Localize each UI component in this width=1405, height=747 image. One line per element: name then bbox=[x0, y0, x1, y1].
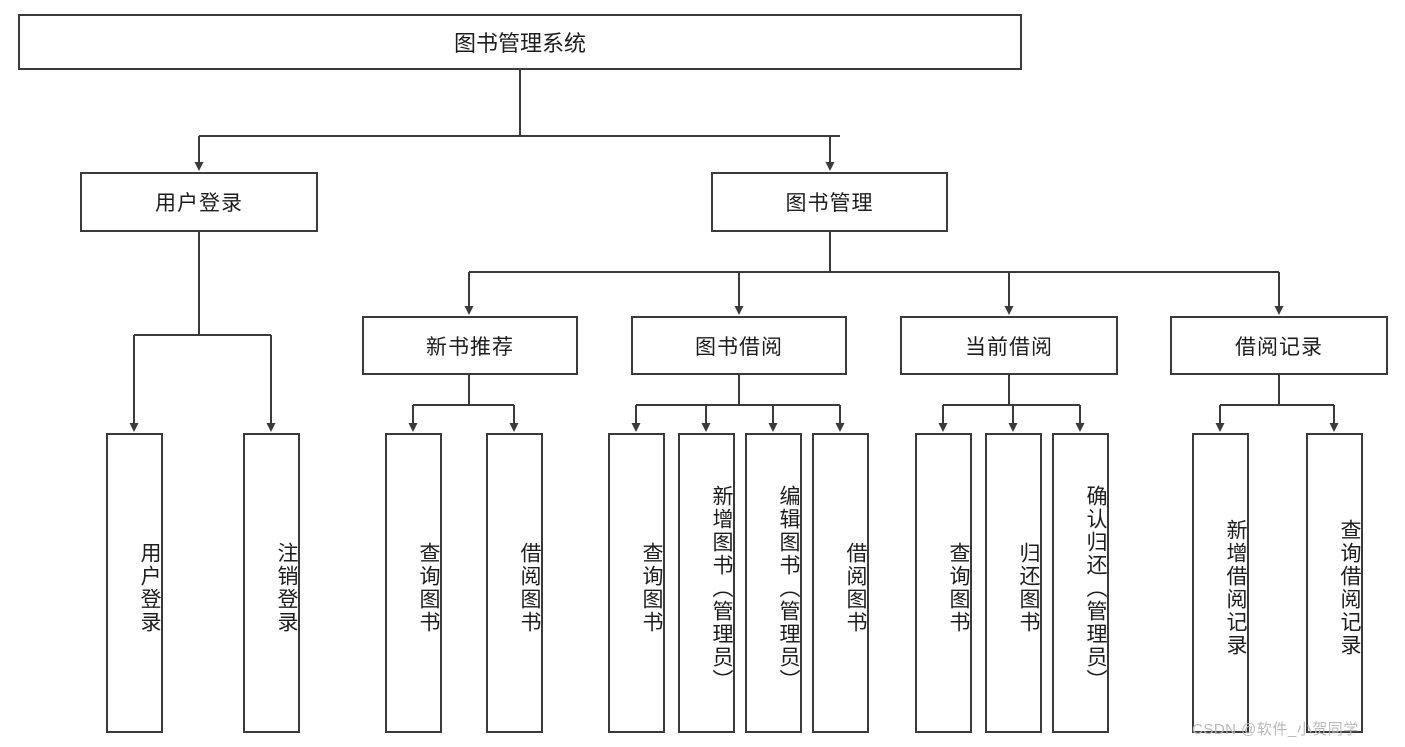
leaf-return-book[interactable]: 归还图书 bbox=[985, 433, 1042, 733]
leaf-add-book-admin[interactable]: 新增图书（管理员） bbox=[678, 433, 735, 733]
leaf-text-line: 确认归还 bbox=[1084, 484, 1107, 577]
leaf-text-line: 借阅图书 bbox=[844, 542, 867, 634]
csdn-watermark: CSDN @软件_小贺同学 bbox=[1192, 721, 1359, 738]
node-book-manage[interactable]: 图书管理 bbox=[711, 172, 948, 232]
leaf-text-line: 注销登录 bbox=[275, 542, 298, 634]
leaf-text-line: 用户登录 bbox=[138, 542, 161, 634]
leaf-text-line: 查询图书 bbox=[417, 542, 440, 634]
leaf-text-line: （管理员） bbox=[710, 576, 733, 692]
leaf-borrow-book-recommend[interactable]: 借阅图书 bbox=[486, 433, 543, 733]
leaf-text-line: （管理员） bbox=[1084, 576, 1107, 692]
node-book-borrow[interactable]: 图书借阅 bbox=[631, 316, 847, 375]
leaf-user-login[interactable]: 用户登录 bbox=[106, 433, 163, 733]
leaf-text-line: 查询图书 bbox=[947, 542, 970, 634]
leaf-confirm-return-admin[interactable]: 确认归还（管理员） bbox=[1052, 433, 1109, 733]
leaf-query-book-current[interactable]: 查询图书 bbox=[915, 433, 972, 733]
leaf-edit-book-admin[interactable]: 编辑图书（管理员） bbox=[745, 433, 802, 733]
node-borrow-record[interactable]: 借阅记录 bbox=[1170, 316, 1388, 375]
leaf-query-borrow-record[interactable]: 查询借阅记录 bbox=[1306, 433, 1363, 733]
leaf-logout-login[interactable]: 注销登录 bbox=[243, 433, 300, 733]
node-current-borrow[interactable]: 当前借阅 bbox=[900, 316, 1118, 375]
leaf-text-line: 借阅图书 bbox=[518, 542, 541, 634]
leaf-borrow-book[interactable]: 借阅图书 bbox=[812, 433, 869, 733]
leaf-text-line: 归还图书 bbox=[1017, 542, 1040, 634]
leaf-add-borrow-record[interactable]: 新增借阅记录 bbox=[1192, 433, 1249, 733]
node-user-login[interactable]: 用户登录 bbox=[80, 172, 318, 232]
leaf-text-line: 新增借阅记录 bbox=[1224, 519, 1247, 657]
leaf-text-line: （管理员） bbox=[777, 576, 800, 692]
leaf-text-line: 新增图书 bbox=[710, 484, 733, 577]
node-new-book-recommend[interactable]: 新书推荐 bbox=[362, 316, 578, 375]
leaf-query-book-recommend[interactable]: 查询图书 bbox=[385, 433, 442, 733]
node-root[interactable]: 图书管理系统 bbox=[18, 14, 1022, 70]
leaf-query-book-borrow[interactable]: 查询图书 bbox=[608, 433, 665, 733]
leaf-text-line: 编辑图书 bbox=[777, 484, 800, 577]
leaf-text-line: 查询图书 bbox=[640, 542, 663, 634]
leaf-text-line: 查询借阅记录 bbox=[1338, 519, 1361, 657]
